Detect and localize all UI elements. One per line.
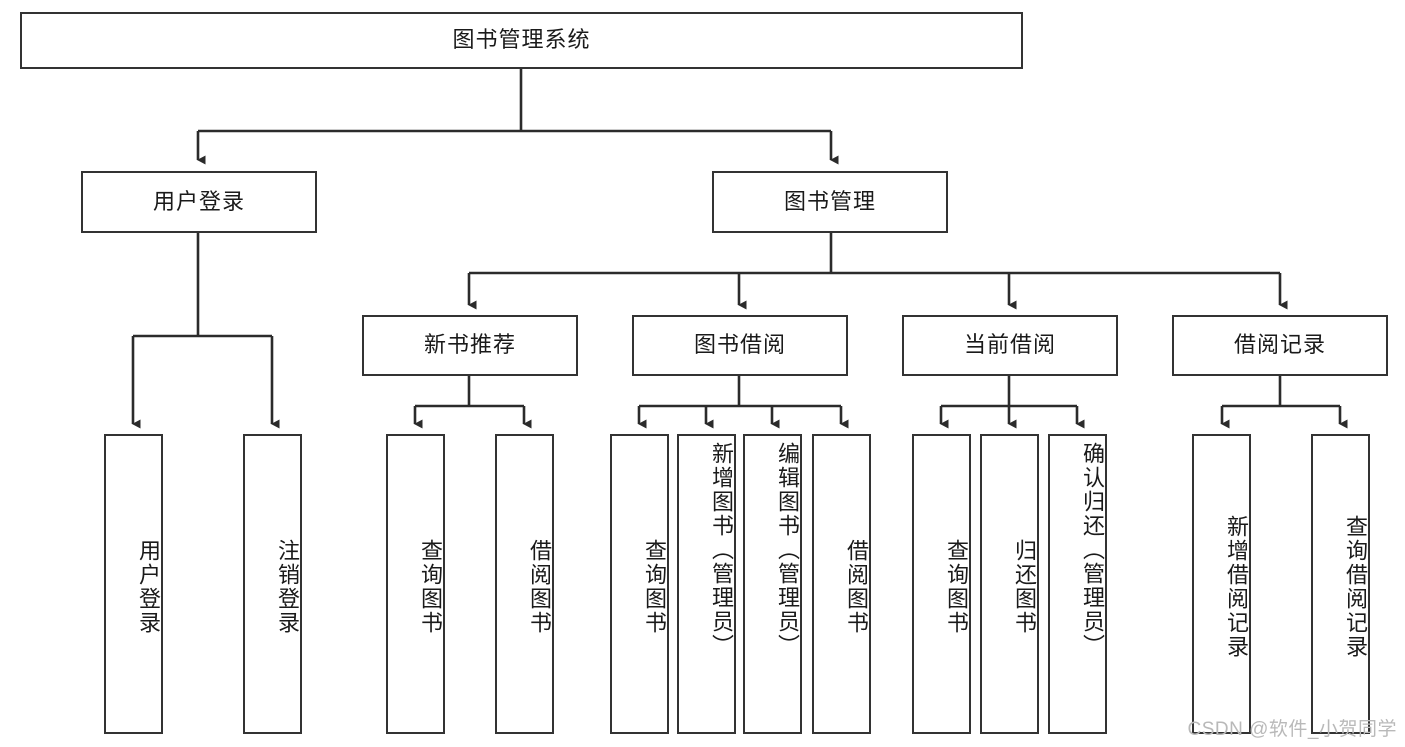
node-label: 新书推荐 — [423, 332, 516, 358]
node-label: 借阅记录 — [1233, 332, 1326, 358]
node-label: 新增图书（管理员） — [709, 442, 734, 658]
node-root-system[interactable]: 图书管理系统 — [20, 12, 1023, 69]
node-label: 查询图书 — [418, 539, 443, 635]
node-label: 注销登录 — [275, 539, 300, 635]
node-leaf-query-book-3[interactable]: 查询图书 — [912, 434, 971, 734]
node-label: 当前借阅 — [963, 332, 1056, 358]
node-label: 查询图书 — [642, 539, 667, 635]
node-label: 新增借阅记录 — [1224, 515, 1249, 659]
node-book-borrow[interactable]: 图书借阅 — [632, 315, 848, 376]
node-label: 查询图书 — [944, 539, 969, 635]
node-label: 图书借阅 — [693, 332, 786, 358]
node-leaf-user-logout[interactable]: 注销登录 — [243, 434, 302, 734]
node-label: 查询借阅记录 — [1343, 515, 1368, 659]
node-borrow-record[interactable]: 借阅记录 — [1172, 315, 1388, 376]
node-leaf-return-book[interactable]: 归还图书 — [980, 434, 1039, 734]
node-leaf-user-login[interactable]: 用户登录 — [104, 434, 163, 734]
node-label: 编辑图书（管理员） — [775, 442, 800, 658]
node-label: 借阅图书 — [527, 539, 552, 635]
node-leaf-edit-book[interactable]: 编辑图书（管理员） — [743, 434, 802, 734]
node-leaf-borrow-book-2[interactable]: 借阅图书 — [812, 434, 871, 734]
node-label: 用户登录 — [136, 539, 161, 635]
node-current-borrow[interactable]: 当前借阅 — [902, 315, 1118, 376]
node-leaf-confirm-return[interactable]: 确认归还（管理员） — [1048, 434, 1107, 734]
node-leaf-query-book-2[interactable]: 查询图书 — [610, 434, 669, 734]
node-label: 归还图书 — [1012, 539, 1037, 635]
node-label: 图书管理系统 — [452, 27, 591, 53]
node-label: 借阅图书 — [844, 539, 869, 635]
node-leaf-query-record[interactable]: 查询借阅记录 — [1311, 434, 1370, 734]
node-new-book-recommend[interactable]: 新书推荐 — [362, 315, 578, 376]
node-user-login[interactable]: 用户登录 — [81, 171, 317, 233]
watermark-text: CSDN @软件_小贺同学 — [1187, 719, 1397, 740]
node-leaf-borrow-book-1[interactable]: 借阅图书 — [495, 434, 554, 734]
node-leaf-query-book-1[interactable]: 查询图书 — [386, 434, 445, 734]
node-label: 图书管理 — [783, 188, 876, 214]
node-leaf-add-record[interactable]: 新增借阅记录 — [1192, 434, 1251, 734]
node-book-management[interactable]: 图书管理 — [712, 171, 948, 233]
node-label: 确认归还（管理员） — [1080, 442, 1105, 658]
node-label: 用户登录 — [152, 188, 245, 214]
node-leaf-add-book[interactable]: 新增图书（管理员） — [677, 434, 736, 734]
